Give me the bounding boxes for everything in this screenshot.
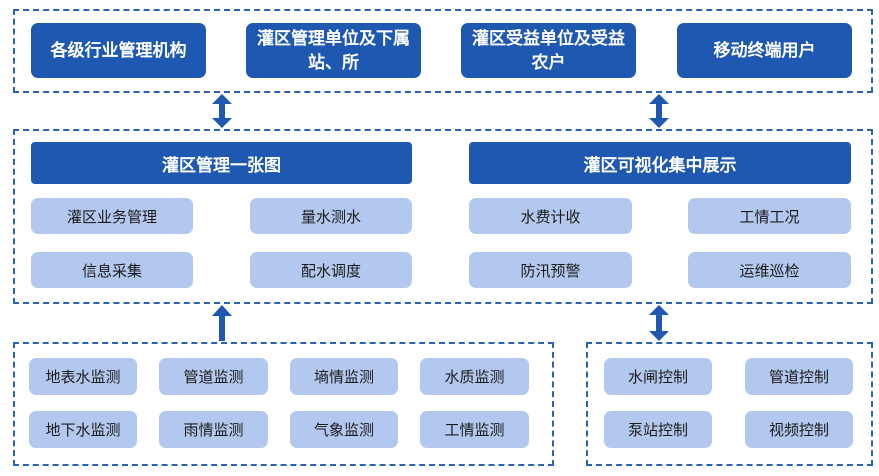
user-box-irrigation-management-units: 灌区管理单位及下属站、所 bbox=[246, 23, 421, 78]
monitoring-label: 气象监测 bbox=[313, 421, 374, 439]
function-box: 工情工况 bbox=[688, 198, 851, 234]
section-title-irrigation-map: 灌区管理一张图 bbox=[31, 142, 412, 184]
monitoring-box: 地表水监测 bbox=[29, 358, 137, 395]
section-title-label: 灌区可视化集中展示 bbox=[583, 155, 737, 176]
control-label: 管道控制 bbox=[768, 368, 829, 386]
control-box: 泵站控制 bbox=[604, 411, 712, 448]
monitoring-box: 管道监测 bbox=[159, 358, 268, 395]
function-label: 信息采集 bbox=[81, 261, 142, 280]
monitoring-label: 地下水监测 bbox=[45, 421, 121, 439]
monitoring-box: 雨情监测 bbox=[159, 411, 268, 448]
control-box: 水闸控制 bbox=[604, 358, 712, 395]
platform-frame bbox=[13, 129, 873, 304]
monitoring-label: 墒情监测 bbox=[313, 368, 374, 386]
up-arrow-icon bbox=[212, 305, 232, 341]
user-box-mobile-users: 移动终端用户 bbox=[677, 23, 852, 78]
user-box-industry-agencies: 各级行业管理机构 bbox=[31, 23, 206, 78]
monitoring-label: 水质监测 bbox=[444, 368, 505, 386]
function-box: 防汛预警 bbox=[469, 252, 632, 288]
function-label: 配水调度 bbox=[300, 261, 361, 280]
monitoring-box: 工情监测 bbox=[420, 411, 529, 448]
function-box: 配水调度 bbox=[250, 252, 412, 288]
monitoring-box: 地下水监测 bbox=[29, 411, 137, 448]
section-title-visualization: 灌区可视化集中展示 bbox=[469, 142, 851, 184]
function-label: 量水测水 bbox=[300, 207, 361, 226]
function-box: 水费计收 bbox=[469, 198, 632, 234]
control-label: 泵站控制 bbox=[627, 421, 688, 439]
function-box: 灌区业务管理 bbox=[31, 198, 193, 234]
monitoring-frame bbox=[13, 342, 554, 466]
function-label: 运维巡检 bbox=[739, 261, 800, 280]
function-label: 水费计收 bbox=[520, 207, 581, 226]
control-box: 管道控制 bbox=[745, 358, 853, 395]
monitoring-label: 地表水监测 bbox=[45, 368, 121, 386]
function-label: 防汛预警 bbox=[520, 261, 581, 280]
user-box-label: 各级行业管理机构 bbox=[50, 40, 187, 61]
monitoring-box: 水质监测 bbox=[420, 358, 529, 395]
section-title-label: 灌区管理一张图 bbox=[162, 155, 281, 176]
control-frame bbox=[586, 342, 873, 466]
control-box: 视频控制 bbox=[745, 411, 853, 448]
double-arrow-icon bbox=[649, 305, 669, 341]
monitoring-box: 气象监测 bbox=[290, 411, 398, 448]
monitoring-label: 工情监测 bbox=[444, 421, 505, 439]
users-frame bbox=[13, 9, 873, 93]
function-box: 运维巡检 bbox=[688, 252, 851, 288]
double-arrow-icon bbox=[649, 94, 669, 128]
user-box-label: 灌区受益单位及受益农户 bbox=[472, 28, 625, 73]
control-label: 水闸控制 bbox=[627, 368, 688, 386]
user-box-label: 灌区管理单位及下属站、所 bbox=[257, 28, 410, 73]
monitoring-box: 墒情监测 bbox=[290, 358, 398, 395]
user-box-beneficiary-units: 灌区受益单位及受益农户 bbox=[461, 23, 636, 78]
monitoring-label: 雨情监测 bbox=[183, 421, 244, 439]
double-arrow-icon bbox=[212, 94, 232, 128]
user-box-label: 移动终端用户 bbox=[713, 40, 816, 61]
function-box: 信息采集 bbox=[31, 252, 193, 288]
function-box: 量水测水 bbox=[250, 198, 412, 234]
control-label: 视频控制 bbox=[768, 421, 829, 439]
monitoring-label: 管道监测 bbox=[183, 368, 244, 386]
function-label: 工情工况 bbox=[739, 207, 800, 226]
function-label: 灌区业务管理 bbox=[66, 207, 157, 226]
